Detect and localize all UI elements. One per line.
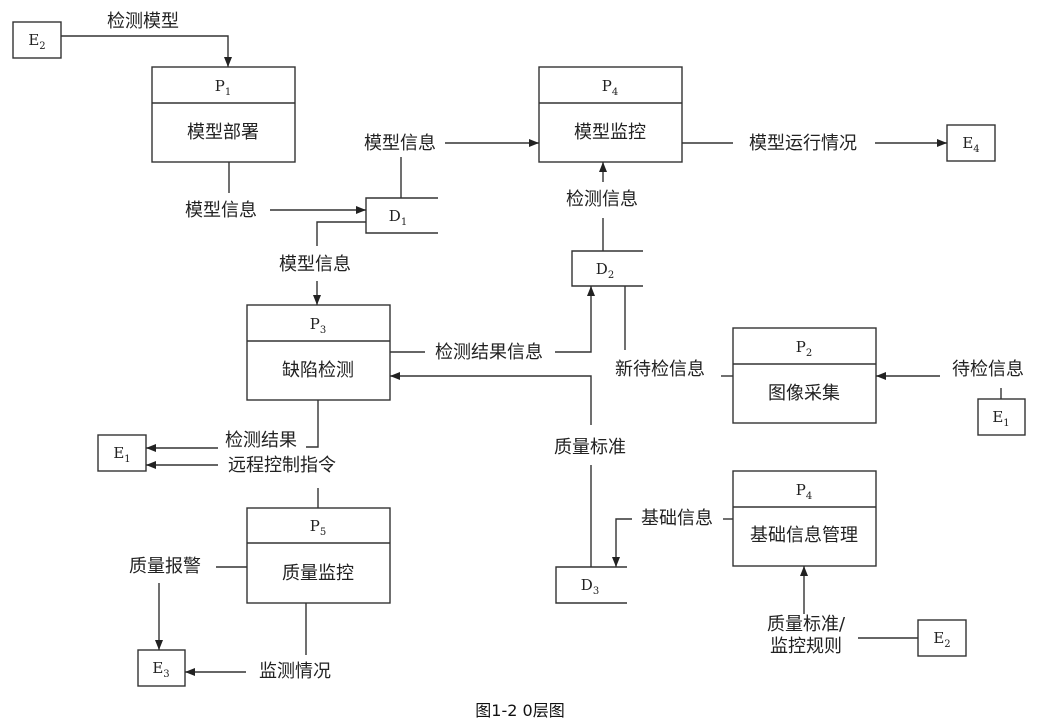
flow-remote-control: 远程控制指令	[146, 455, 336, 508]
process-p1-name: 模型部署	[187, 122, 259, 143]
process-p5: P5 质量监控	[246, 507, 391, 604]
svg-text:检测结果: 检测结果	[225, 430, 297, 451]
svg-text:质量报警: 质量报警	[129, 556, 201, 577]
flow-basic-info: 基础信息	[612, 508, 733, 567]
svg-text:检测模型: 检测模型	[107, 11, 179, 32]
svg-text:E3: E3	[152, 659, 169, 680]
entity-e1-left: E1	[97, 434, 147, 472]
svg-text:检测信息: 检测信息	[566, 189, 638, 210]
process-p4-basic-info: P4 基础信息管理	[732, 470, 877, 567]
flow-detect-model: 检测模型	[61, 11, 232, 67]
process-p1: P1 模型部署	[151, 66, 296, 163]
svg-text:模型信息: 模型信息	[364, 133, 436, 154]
svg-text:模型信息: 模型信息	[185, 200, 257, 221]
entity-e2-top: E2	[12, 21, 62, 59]
flow-quality-rules: 质量标准/ 监控规则	[767, 566, 918, 657]
process-p5-name: 质量监控	[282, 563, 354, 584]
process-p4b-name: 基础信息管理	[750, 525, 858, 546]
process-p4-model-monitor: P4 模型监控	[538, 66, 683, 163]
entity-e2-bottom: E2	[917, 619, 967, 657]
flow-detect-info: 检测信息	[566, 162, 638, 251]
flow-monitor-status: 监测情况	[185, 603, 331, 682]
datastore-d1: D1	[365, 197, 438, 234]
svg-text:D2: D2	[596, 260, 614, 281]
process-p3-name: 缺陷检测	[282, 360, 354, 381]
svg-text:D3: D3	[581, 576, 599, 597]
process-p4-id: P4	[602, 77, 618, 98]
svg-text:E2: E2	[933, 629, 950, 650]
svg-text:模型运行情况: 模型运行情况	[749, 133, 857, 154]
svg-text:E1: E1	[992, 408, 1009, 429]
entity-e4: E4	[946, 124, 996, 162]
svg-text:E1: E1	[113, 444, 130, 465]
process-p1-id: P1	[215, 77, 231, 98]
process-p3: P3 缺陷检测	[246, 304, 391, 401]
svg-text:监测情况: 监测情况	[259, 661, 331, 682]
process-p5-id: P5	[310, 517, 326, 538]
svg-text:监控规则: 监控规则	[770, 636, 842, 657]
flow-detect-result: 检测结果	[146, 400, 319, 452]
svg-text:远程控制指令: 远程控制指令	[228, 455, 336, 476]
flow-model-info-d1-p4: 模型信息	[364, 133, 539, 198]
flow-model-info-d1-p3: 模型信息	[279, 221, 366, 305]
flow-quality-alarm: 质量报警	[129, 556, 247, 650]
svg-text:E2: E2	[28, 31, 45, 52]
entity-e1-right: E1	[977, 398, 1026, 436]
process-p2-id: P2	[796, 338, 812, 359]
flow-detect-result-info: 检测结果信息	[390, 286, 595, 363]
flow-model-run-status: 模型运行情况	[682, 133, 947, 154]
process-p2: P2 图像采集	[732, 327, 877, 424]
flow-quality-standard: 质量标准	[390, 372, 626, 567]
datastore-d3: D3	[555, 566, 627, 604]
flow-model-info-p1-d1: 模型信息	[185, 162, 366, 221]
svg-text:D1: D1	[389, 207, 407, 228]
svg-text:新待检信息: 新待检信息	[615, 359, 705, 380]
svg-text:模型信息: 模型信息	[279, 254, 351, 275]
svg-text:质量标准: 质量标准	[554, 437, 626, 458]
process-p2-name: 图像采集	[768, 383, 840, 404]
process-p4-name: 模型监控	[574, 122, 646, 143]
datastore-d2: D2	[571, 250, 643, 287]
entity-e3: E3	[137, 649, 186, 687]
process-p4b-id: P4	[796, 481, 812, 502]
flow-new-pending-info: 新待检信息	[615, 286, 733, 380]
svg-text:待检信息: 待检信息	[952, 359, 1024, 380]
svg-text:检测结果信息: 检测结果信息	[435, 342, 543, 363]
process-p3-id: P3	[310, 315, 326, 336]
svg-text:基础信息: 基础信息	[641, 508, 713, 529]
flow-pending-info: 待检信息	[876, 359, 1024, 399]
svg-text:质量标准/: 质量标准/	[767, 614, 846, 635]
svg-text:E4: E4	[962, 134, 979, 155]
figure-caption: 图1-2 0层图	[475, 701, 564, 720]
